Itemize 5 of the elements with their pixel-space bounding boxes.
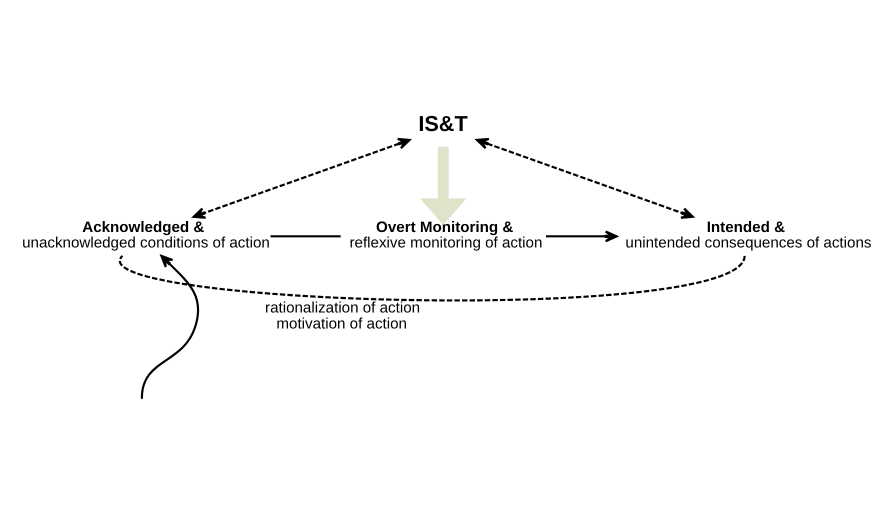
node-text: Overt Monitoring & reflexive monitoring of action	[348, 218, 542, 251]
node-text: Intended & unintended consequences of actions	[624, 218, 871, 251]
edge-label: rationalization of action motivation of action	[264, 298, 420, 332]
node-text: Acknowledged & unacknowledged conditions of action	[22, 218, 270, 251]
node-text: IS&T	[418, 110, 468, 136]
